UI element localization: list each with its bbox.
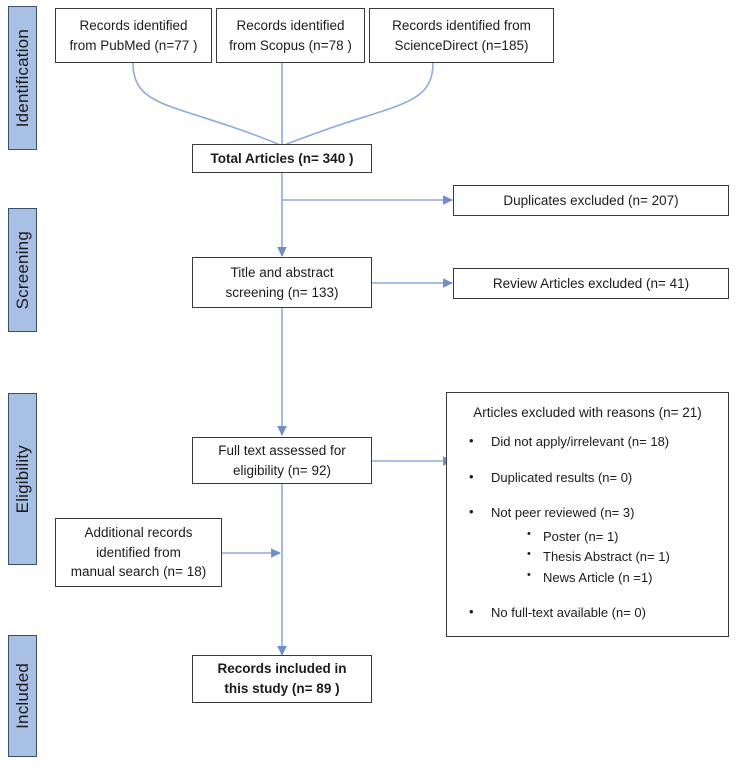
node-title-abstract-screening-text: Title and abstract screening (n= 133) xyxy=(199,263,365,302)
reasons-item-2-sub-0: Poster (n= 1) xyxy=(527,527,720,546)
node-records-sciencedirect-text: Records identified from ScienceDirect (n… xyxy=(376,16,547,55)
node-full-text-line2: eligibility (n= 92) xyxy=(233,462,331,478)
node-records-included: Records included in this study (n= 89 ) xyxy=(192,655,372,703)
reasons-list: Did not apply/irrelevant (n= 18) Duplica… xyxy=(455,432,720,622)
stage-label-identification: Identification xyxy=(12,28,32,128)
stage-label-eligibility: Eligibility xyxy=(12,444,32,514)
node-records-included-line1: Records included in xyxy=(217,661,347,677)
node-additional-records-text: Additional records identified from manua… xyxy=(62,523,215,582)
curve-pubmed-to-total xyxy=(132,62,283,147)
node-records-included-text: Records included in this study (n= 89 ) xyxy=(199,659,365,698)
node-records-sciencedirect: Records identified from ScienceDirect (n… xyxy=(369,8,554,63)
reasons-item-2-sub-1: Thesis Abstract (n= 1) xyxy=(527,547,720,566)
stage-label-included: Included xyxy=(12,663,32,729)
node-articles-excluded-reasons: Articles excluded with reasons (n= 21) D… xyxy=(446,392,729,637)
node-total-articles-text: Total Articles (n= 340 ) xyxy=(210,150,354,166)
node-title-abstract-line2: screening (n= 133) xyxy=(225,284,339,300)
node-records-pubmed-line1: Records identified xyxy=(79,17,188,33)
node-records-sciencedirect-line1: Records identified from xyxy=(392,17,531,33)
node-records-pubmed: Records identified from PubMed (n=77 ) xyxy=(55,8,212,63)
stage-bar-eligibility: Eligibility xyxy=(8,393,37,565)
node-records-sciencedirect-line2: ScienceDirect (n=185) xyxy=(394,37,529,53)
stage-bar-identification: Identification xyxy=(8,6,37,150)
node-records-scopus-text: Records identified from Scopus (n=78 ) xyxy=(223,16,358,55)
curve-sciencedirect-to-total xyxy=(281,62,434,147)
node-full-text-assessed: Full text assessed for eligibility (n= 9… xyxy=(192,437,372,484)
reasons-item-0-text: Did not apply/irrelevant (n= 18) xyxy=(491,434,670,449)
node-total-articles: Total Articles (n= 340 ) xyxy=(192,144,372,173)
node-full-text-assessed-text: Full text assessed for eligibility (n= 9… xyxy=(199,441,365,480)
reasons-item-2-sublist: Poster (n= 1) Thesis Abstract (n= 1) New… xyxy=(491,527,720,587)
reasons-item-1: Duplicated results (n= 0) xyxy=(469,468,720,487)
node-duplicates-excluded: Duplicates excluded (n= 207) xyxy=(453,185,729,216)
node-records-included-line2: this study (n= 89 ) xyxy=(224,681,340,696)
reasons-item-1-text: Duplicated results (n= 0) xyxy=(491,469,633,485)
node-review-articles-excluded-text: Review Articles excluded (n= 41) xyxy=(492,275,690,291)
node-records-scopus-line2: from Scopus (n=78 ) xyxy=(229,37,352,53)
reasons-title: Articles excluded with reasons (n= 21) xyxy=(473,405,702,420)
reasons-item-0: Did not apply/irrelevant (n= 18) xyxy=(469,432,720,451)
node-records-scopus: Records identified from Scopus (n=78 ) xyxy=(216,8,365,63)
node-records-pubmed-line2: from PubMed (n=77 ) xyxy=(69,37,198,53)
node-additional-records-line3: manual search (n= 18) xyxy=(70,564,207,580)
stage-bar-included: Included xyxy=(8,635,37,757)
reasons-item-3-text: No full-text available (n= 0) xyxy=(491,605,646,621)
stage-label-screening: Screening xyxy=(12,230,32,310)
node-duplicates-excluded-text: Duplicates excluded (n= 207) xyxy=(503,192,679,208)
reasons-item-2-sub-2: News Article (n =1) xyxy=(527,568,720,587)
node-full-text-line1: Full text assessed for xyxy=(218,442,346,458)
node-title-abstract-line1: Title and abstract xyxy=(230,264,334,280)
node-additional-records: Additional records identified from manua… xyxy=(55,518,222,587)
node-title-abstract-screening: Title and abstract screening (n= 133) xyxy=(192,257,372,308)
node-records-scopus-line1: Records identified xyxy=(236,17,345,33)
node-additional-records-line2: identified from xyxy=(96,544,181,560)
node-review-articles-excluded: Review Articles excluded (n= 41) xyxy=(453,268,729,299)
node-additional-records-line1: Additional records xyxy=(84,525,193,541)
reasons-item-3: No full-text available (n= 0) xyxy=(469,603,720,622)
stage-bar-screening: Screening xyxy=(8,208,37,332)
node-records-pubmed-text: Records identified from PubMed (n=77 ) xyxy=(62,16,205,55)
reasons-item-2-text: Not peer reviewed (n= 3) xyxy=(491,505,635,521)
reasons-item-2: Not peer reviewed (n= 3) Poster (n= 1) T… xyxy=(469,503,720,587)
